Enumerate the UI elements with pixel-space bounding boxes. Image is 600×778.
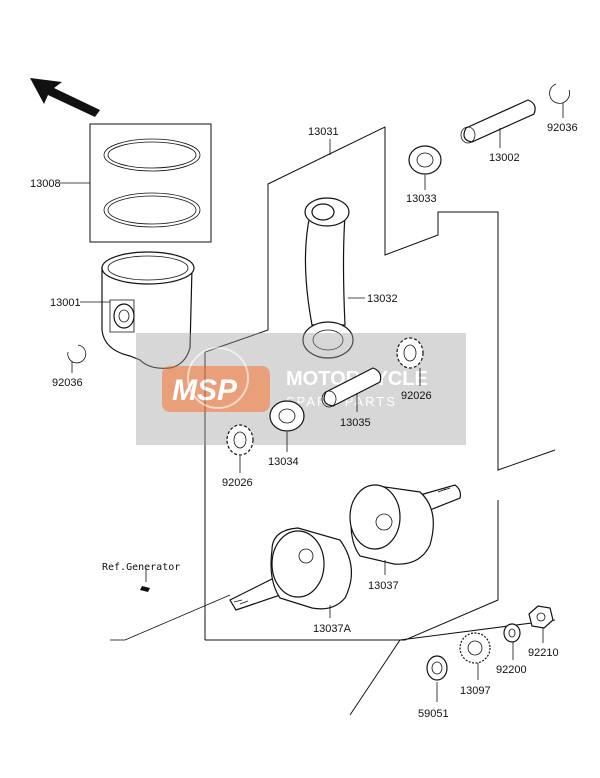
crankshaft-right [349, 484, 462, 575]
ref-generator-label: Ref.Generator [102, 562, 180, 573]
front-arrow-icon [30, 78, 100, 117]
watermark-logo: MSP [172, 374, 238, 407]
thrust-washer-right [396, 337, 424, 386]
needle-bearing-top [408, 145, 442, 190]
label-13097: 13097 [460, 685, 491, 697]
label-13035: 13035 [340, 417, 371, 429]
label-13031: 13031 [308, 126, 339, 138]
circlip-left [67, 344, 87, 373]
watermark: MSP MOTORCYCLE SPARE PARTS [136, 333, 466, 445]
piston-ring-group [60, 123, 212, 243]
needle-bearing-small [426, 655, 448, 702]
label-92036-left: 92036 [52, 377, 83, 389]
lower-frame [349, 619, 556, 716]
label-92026-right: 92026 [401, 390, 432, 402]
nut [528, 605, 554, 643]
label-13037: 13037 [368, 580, 399, 592]
thrust-washer-left [226, 424, 254, 473]
label-92210: 92210 [528, 647, 559, 659]
label-13032: 13032 [367, 293, 398, 305]
label-13037A: 13037A [313, 623, 352, 635]
ref-generator-callout [110, 568, 231, 641]
crankshaft-left [229, 527, 353, 618]
label-92200: 92200 [496, 664, 527, 676]
circlip-right [549, 83, 570, 118]
label-13001: 13001 [50, 297, 81, 309]
label-59051: 59051 [418, 708, 449, 720]
label-92026-left: 92026 [222, 477, 253, 489]
small-end-pin [321, 367, 382, 412]
piston [80, 251, 195, 369]
label-13034: 13034 [268, 456, 299, 468]
label-13008: 13008 [30, 178, 61, 190]
label-92036-right: 92036 [547, 122, 578, 134]
label-13033: 13033 [406, 193, 437, 205]
label-13002: 13002 [489, 152, 520, 164]
crank-frame [204, 126, 556, 641]
washer [503, 623, 521, 660]
crank-pin [460, 99, 536, 148]
connecting-rod [302, 197, 365, 359]
gear [459, 632, 491, 680]
needle-bearing-lower [269, 400, 305, 452]
